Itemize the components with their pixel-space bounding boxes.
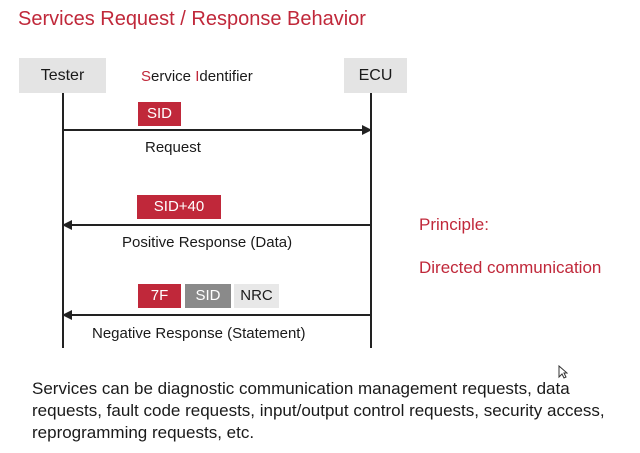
negative-response-label: Negative Response (Statement) [92, 325, 306, 342]
negative-response-nrc-box: NRC [234, 284, 279, 308]
request-label: Request [145, 139, 201, 156]
slide-title: Services Request / Response Behavior [18, 8, 366, 30]
negative-response-7f-box: 7F [138, 284, 181, 308]
service-identifier-caption: Service Identifier [141, 68, 253, 85]
mouse-cursor-icon [558, 365, 568, 379]
tester-actor-box: Tester [19, 58, 106, 93]
principle-value: Directed communication [419, 258, 602, 277]
negative-response-sid-box: SID [185, 284, 231, 308]
positive-response-arrow [62, 220, 372, 230]
services-footnote: Services can be diagnostic communication… [32, 379, 605, 442]
service-identifier-mid: ervice [151, 68, 196, 85]
service-identifier-rest: dentifier [199, 68, 253, 85]
positive-response-sid40-box: SID+40 [137, 195, 221, 219]
service-identifier-s: S [141, 68, 152, 85]
ecu-actor-box: ECU [344, 58, 407, 93]
request-sid-box: SID [138, 102, 181, 126]
principle-heading: Principle: [419, 215, 489, 234]
service-identifier-i: I [195, 68, 200, 85]
tester-lifeline [62, 93, 64, 348]
negative-response-arrow [62, 310, 372, 320]
ecu-lifeline [370, 93, 372, 348]
positive-response-label: Positive Response (Data) [122, 234, 293, 251]
request-arrow [62, 125, 372, 135]
